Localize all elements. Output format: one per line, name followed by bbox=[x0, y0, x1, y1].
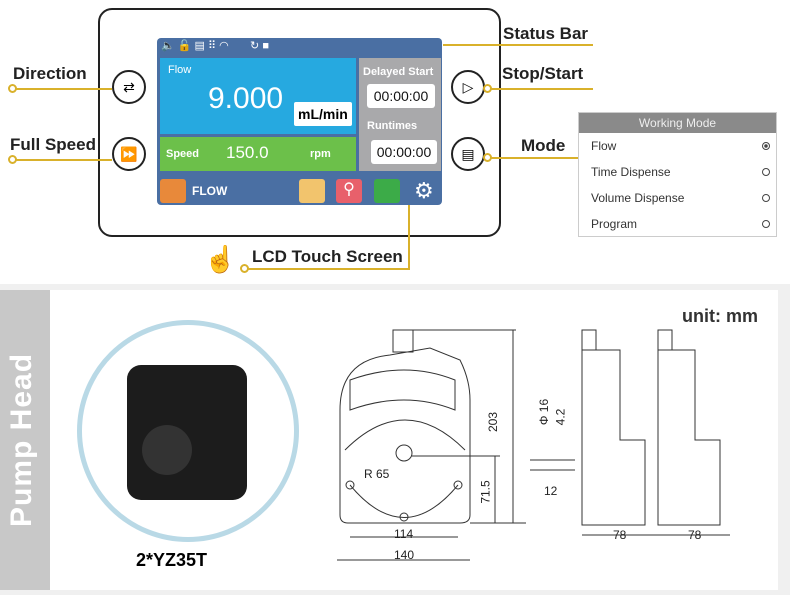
delayed-start-label: Delayed Start bbox=[363, 66, 434, 78]
pump-head-image bbox=[127, 365, 247, 500]
full-speed-label: Full Speed bbox=[10, 135, 96, 154]
pump-photo-frame bbox=[77, 320, 299, 542]
mode-option-time-dispense[interactable]: Time Dispense bbox=[579, 159, 776, 185]
speed-panel[interactable]: Speed 150.0 rpm bbox=[160, 137, 356, 171]
runtimes-value[interactable]: 00:00:00 bbox=[371, 140, 437, 164]
gear-icon[interactable]: ⚙ bbox=[414, 178, 434, 203]
dim-center: 71.5 bbox=[478, 480, 493, 504]
radio-icon[interactable] bbox=[762, 194, 770, 202]
status-bar-label: Status Bar bbox=[503, 24, 589, 43]
working-mode-title: Working Mode bbox=[579, 113, 776, 133]
stop-start-button[interactable]: ▷ bbox=[451, 70, 485, 104]
status-icons: 🔈 🔓 ▤ ⠿ ◠ ↻ ■ bbox=[161, 40, 269, 52]
mode-option-flow[interactable]: Flow bbox=[579, 133, 776, 159]
flow-value: 9.000 bbox=[208, 82, 284, 115]
speed-value: 150.0 bbox=[226, 143, 269, 162]
direction-button[interactable]: ⇄ bbox=[112, 70, 146, 104]
dim-4-2: 4.2 bbox=[553, 408, 568, 426]
search-icon[interactable]: ⚲ bbox=[336, 179, 362, 203]
dim-114: 114 bbox=[394, 527, 414, 541]
dim-78-b: 78 bbox=[688, 528, 702, 542]
radio-icon[interactable] bbox=[762, 220, 770, 228]
model-label: 2*YZ35T bbox=[136, 550, 208, 570]
mode-option-volume-dispense[interactable]: Volume Dispense bbox=[579, 185, 776, 211]
pump-head-title: Pump Head bbox=[5, 352, 38, 528]
dim-78-a: 78 bbox=[613, 528, 627, 542]
touch-hand-icon: ☝ bbox=[204, 244, 237, 274]
dim-height: 203 bbox=[486, 411, 501, 433]
delayed-start-value[interactable]: 00:00:00 bbox=[367, 84, 435, 108]
lcd-label: LCD Touch Screen bbox=[252, 247, 403, 266]
speed-label: Speed bbox=[166, 148, 200, 160]
magic-wand-icon[interactable] bbox=[374, 179, 400, 203]
unit-label: unit: mm bbox=[682, 306, 758, 326]
working-mode-menu: Working Mode Flow Time Dispense Volume D… bbox=[578, 112, 777, 237]
radio-icon[interactable] bbox=[762, 142, 770, 150]
runtimes-label: Runtimes bbox=[367, 120, 418, 132]
dim-12: 12 bbox=[544, 484, 558, 498]
flow-panel[interactable]: Flow 9.000 mL/min bbox=[160, 58, 356, 134]
radio-icon[interactable] bbox=[762, 168, 770, 176]
flow-unit[interactable]: mL/min bbox=[294, 102, 352, 126]
dim-140: 140 bbox=[394, 548, 415, 562]
full-speed-button[interactable]: ⏩ bbox=[112, 137, 146, 171]
unlock-icon[interactable] bbox=[299, 179, 325, 203]
menu-icon[interactable] bbox=[160, 179, 186, 203]
speed-unit: rpm bbox=[310, 148, 331, 160]
dim-radius: R 65 bbox=[364, 467, 390, 481]
flow-label: Flow bbox=[168, 64, 192, 76]
direction-label: Direction bbox=[13, 64, 87, 83]
mode-label: Mode bbox=[521, 136, 566, 155]
dim-phi16: Φ 16 bbox=[537, 398, 552, 426]
stop-start-label: Stop/Start bbox=[502, 64, 584, 83]
mode-option-program[interactable]: Program bbox=[579, 211, 776, 237]
mode-text: FLOW bbox=[192, 184, 228, 198]
side-bar bbox=[0, 290, 50, 590]
mode-button[interactable]: ▤ bbox=[451, 137, 485, 171]
dimension-drawing bbox=[337, 329, 730, 561]
timer-panel: Delayed Start 00:00:00 Runtimes 00:00:00 bbox=[359, 58, 441, 171]
